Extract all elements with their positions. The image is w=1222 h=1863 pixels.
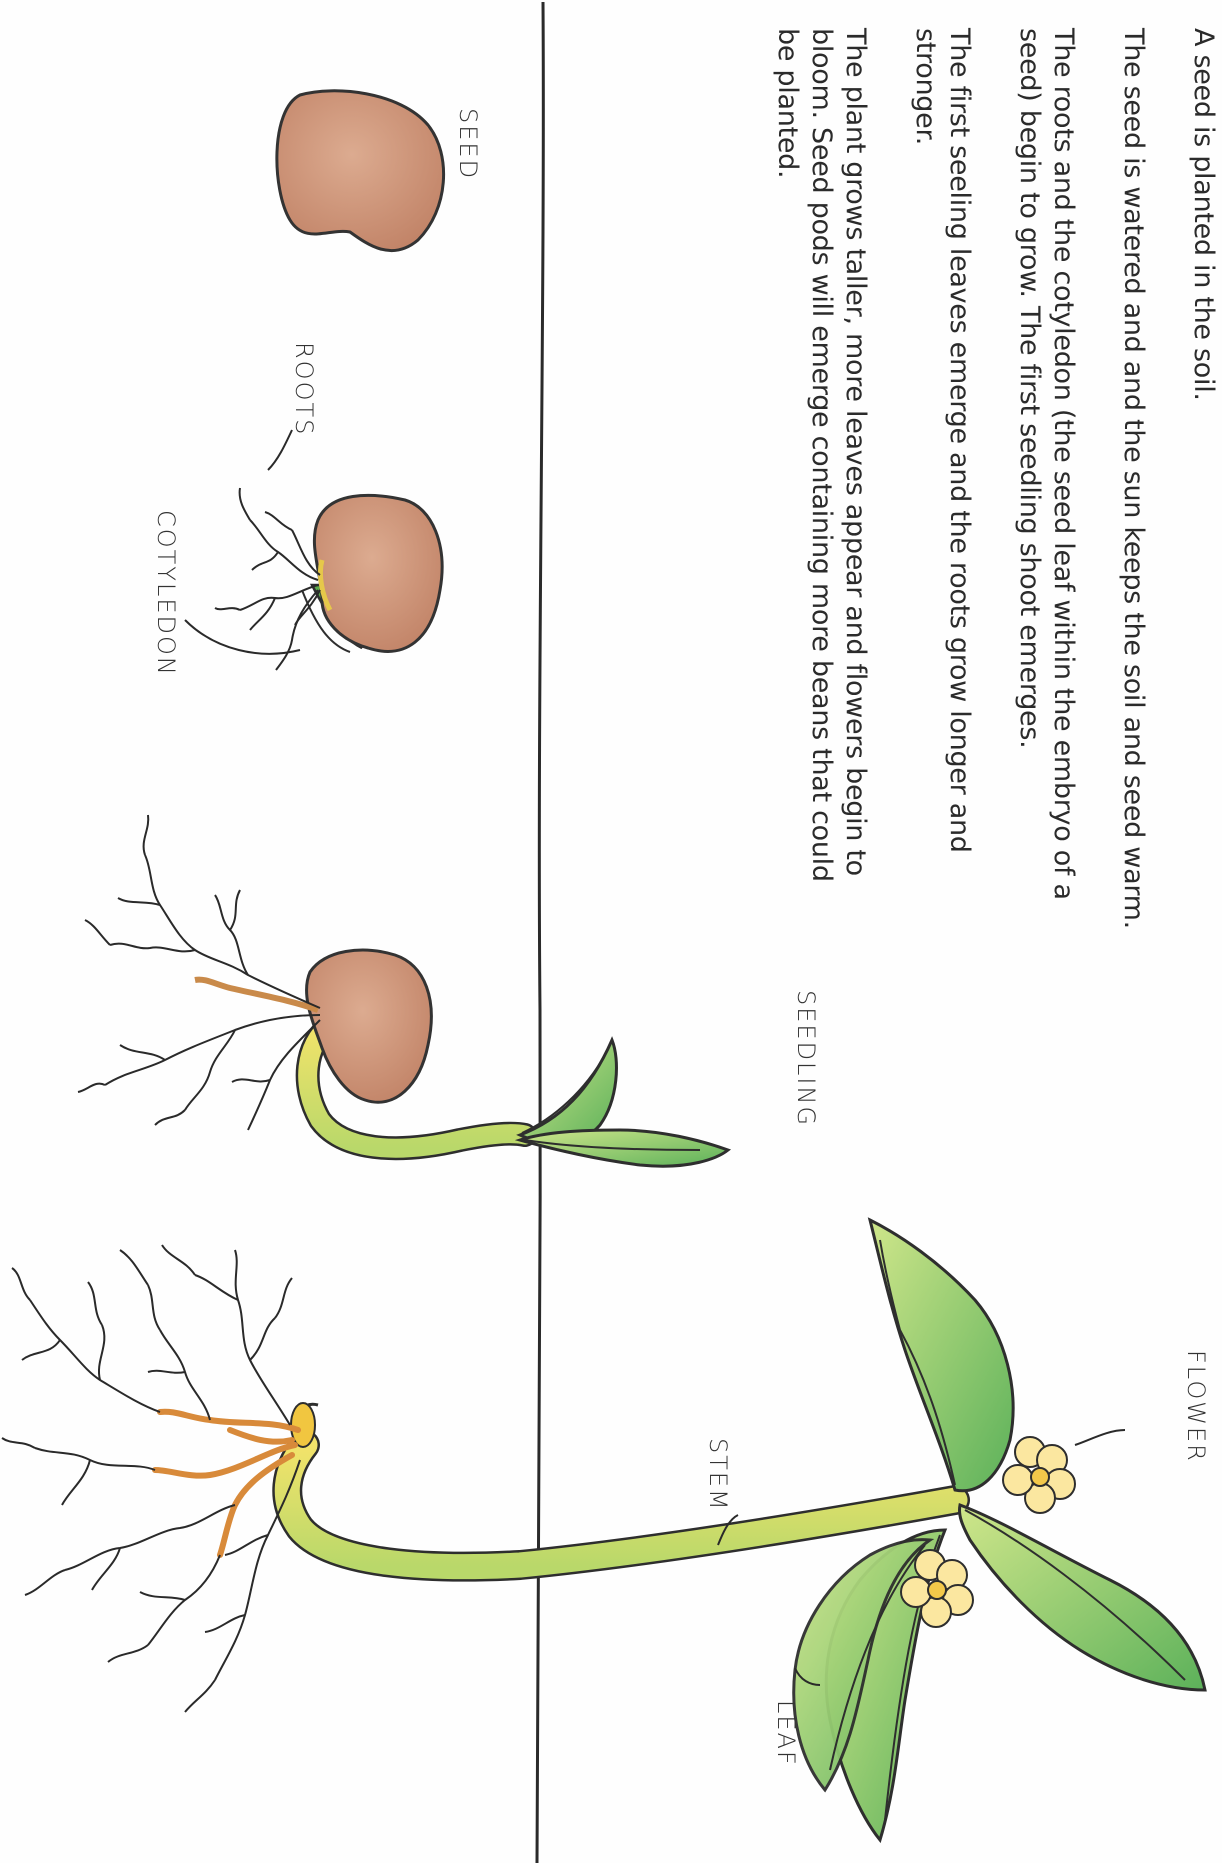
cotyledon-pointer	[185, 620, 300, 654]
stage3-seedling	[78, 815, 728, 1166]
roots-pointer	[268, 430, 292, 470]
soil-line	[537, 2, 543, 1863]
seed-shape-3	[307, 950, 432, 1102]
stem-label: STEM	[704, 1438, 732, 1512]
seed-label: SEED	[454, 108, 482, 180]
seedling-roots	[78, 815, 320, 1130]
seedling-leaf-1	[520, 1040, 616, 1144]
roots-label: ROOTS	[290, 342, 318, 436]
mature-leaf-1	[870, 1220, 1013, 1491]
stage4-mature-plant	[2, 1220, 1205, 1840]
small-roots	[215, 488, 320, 670]
step-5-text-line-2: bloom. Seed pods will emerge containing …	[806, 28, 836, 882]
seed-shape	[277, 91, 444, 251]
step-3-text-line-1: The roots and the cotyledon (the seed le…	[1048, 28, 1078, 900]
step-1-text: A seed is planted in the soil.	[1188, 28, 1218, 401]
stage2-germinating-seed	[185, 430, 442, 670]
step-4-text-line-2: stronger.	[910, 28, 940, 145]
step-2-text: The seed is watered and and the sun keep…	[1118, 28, 1148, 929]
flower-label: FLOWER	[1182, 1350, 1210, 1463]
leaf-label: LEAF	[772, 1700, 800, 1767]
seedling-label: SEEDLING	[792, 990, 820, 1127]
seed-shape-2	[314, 495, 442, 651]
cotyledon-label: COTYLEDON	[152, 510, 180, 677]
step-5-text-line-1: The plant grows taller, more leaves appe…	[840, 28, 870, 876]
stage1-seed	[277, 91, 444, 251]
flower-pointer	[1075, 1430, 1125, 1445]
step-5-text-line-3: be planted.	[772, 28, 802, 178]
step-3-text-line-2: seed) begin to grow. The first seedling …	[1014, 28, 1044, 748]
seedling-taproot	[195, 980, 318, 1010]
flower-1	[1003, 1437, 1075, 1513]
step-4-text-line-1: The first seeling leaves emerge and the …	[944, 28, 974, 853]
